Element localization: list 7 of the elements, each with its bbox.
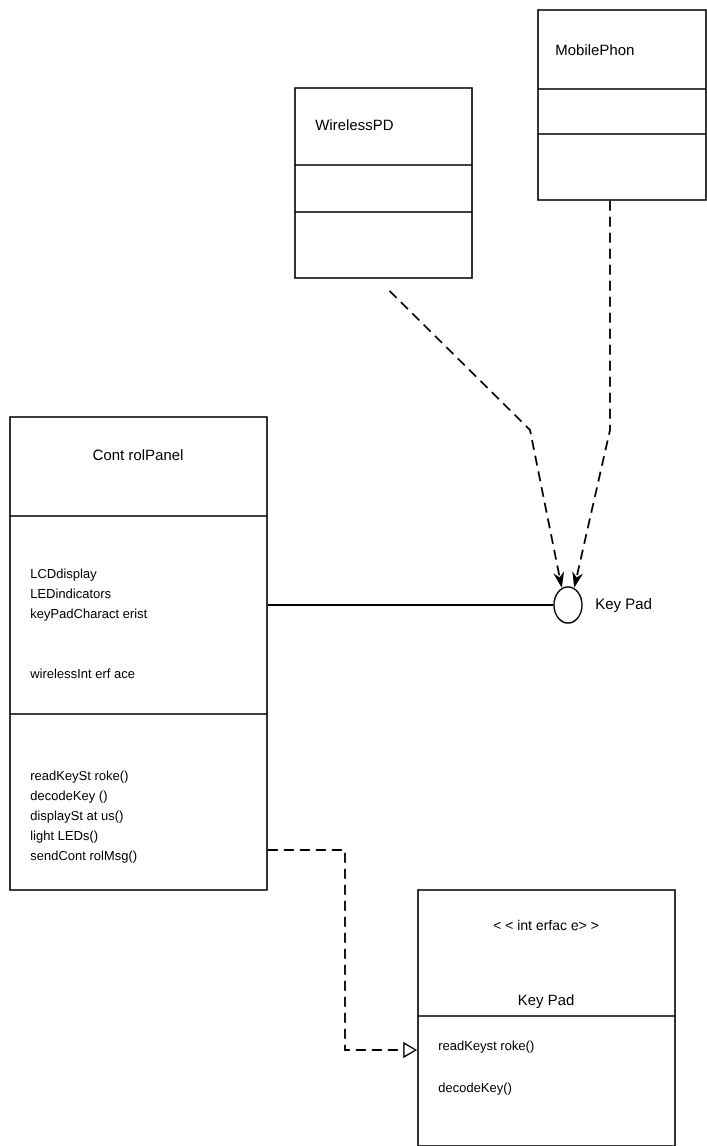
class-box: MobilePhon: [537, 9, 707, 201]
class-box: WirelessPD: [294, 87, 473, 279]
interface-label: Key Pad: [596, 598, 651, 612]
connector-line: [266, 604, 555, 606]
class-box: < < int erfac e> > Key Pad readKeyst roke() decodeKey(): [417, 889, 676, 1146]
class-box: Cont rolPanel LCDdisplay LEDindicators keyPadCharact erist wirelessInt erf ace readKeySt roke() decodeKey () displaySt at us() light LEDs() sendCont rolMsg(): [9, 416, 268, 891]
interface-circle: [553, 586, 583, 624]
